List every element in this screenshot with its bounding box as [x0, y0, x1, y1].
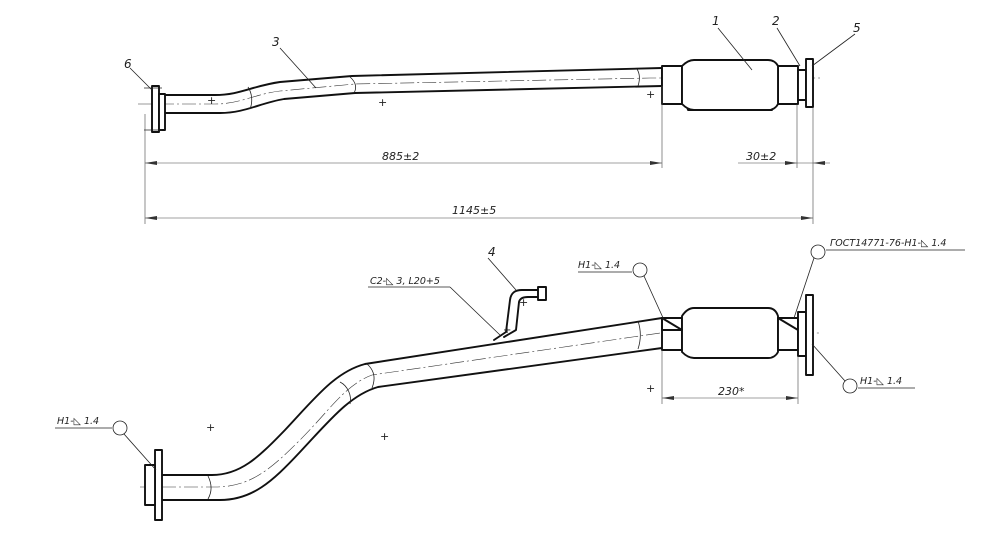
top-view: + + +	[124, 14, 861, 224]
svg-text:+: +	[206, 421, 215, 434]
top-dimension-lines	[144, 86, 830, 224]
bottom-plus-marks: + + +	[206, 382, 655, 443]
top-leaders	[129, 27, 856, 91]
svg-text:+: +	[503, 325, 511, 336]
callout-5: 5	[853, 21, 861, 35]
flange-5-bottom	[797, 294, 814, 376]
weld-h1-top-label: Н1-◺ 1.4	[578, 260, 620, 271]
svg-text:+: +	[378, 96, 387, 109]
svg-text:+: +	[519, 296, 528, 309]
dim-230-lines	[661, 350, 799, 404]
bracket-4: + +	[493, 286, 547, 341]
callout-6: 6	[124, 57, 132, 71]
svg-text:+: +	[207, 94, 216, 107]
callout-2: 2	[772, 14, 780, 28]
pipe-3-bottom	[161, 317, 663, 501]
svg-text:+: +	[646, 88, 655, 101]
weld-gost-label: ГОСТ14771-76-Н1-◺ 1.4	[830, 238, 946, 249]
top-centerline	[138, 77, 820, 105]
dim-1145: 1145±5	[452, 204, 496, 217]
flange-6-top	[144, 85, 166, 133]
dim-30: 30±2	[746, 150, 776, 163]
flange-5-top	[805, 58, 814, 108]
converter-1-bottom	[661, 307, 799, 359]
callout-1: 1	[712, 14, 720, 28]
callout-4: 4	[488, 245, 496, 259]
weld-c2-label: С2-◺ 3, L20+5	[370, 276, 440, 287]
ring-2-top	[797, 69, 807, 101]
pipe-3-top	[162, 67, 663, 114]
bottom-centerline	[140, 332, 820, 488]
flange-6-bottom	[144, 449, 163, 521]
weld-h1-left-label: Н1-◺ 1.4	[57, 416, 99, 427]
svg-text:+: +	[646, 382, 655, 395]
top-plus-marks: + + +	[207, 88, 655, 109]
dim-885: 885±2	[382, 150, 419, 163]
callout-3: 3	[272, 35, 280, 49]
bottom-view: + + + + +	[55, 238, 965, 521]
converter-1-top	[661, 59, 799, 111]
dim-230: 230*	[718, 385, 745, 398]
svg-text:+: +	[380, 430, 389, 443]
weld-leaders	[55, 244, 965, 471]
weld-h1-right-label: Н1-◺ 1.4	[860, 376, 902, 387]
